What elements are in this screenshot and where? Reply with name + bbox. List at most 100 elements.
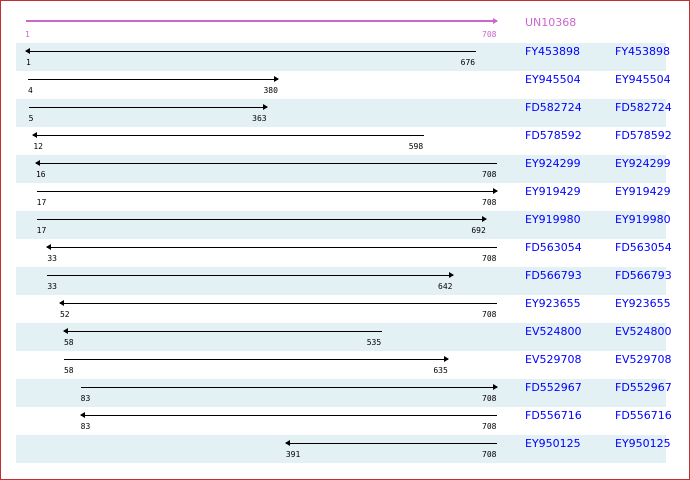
alignment-line (35, 163, 497, 164)
alignment-name-link[interactable]: EV524800 (525, 325, 582, 338)
alignment-row: 1 676 FY453898 FY453898 (16, 43, 670, 71)
alignment-name-link[interactable]: FD552967 (525, 381, 582, 394)
alignment-link[interactable]: EV524800 (615, 325, 672, 338)
alignment-name-link[interactable]: EY924299 (525, 157, 581, 170)
alignment-row: 52 708 EY923655 EY923655 (16, 295, 671, 323)
alignment-link[interactable]: EY945504 (615, 73, 671, 86)
alignment-end: 676 (460, 58, 476, 67)
alignment-start: 33 (47, 254, 57, 263)
alignment-end: 535 (366, 338, 382, 347)
arrow-right-icon (263, 104, 269, 110)
alignment-name-link[interactable]: FD556716 (525, 409, 582, 422)
alignment-row: 17 692 EY919980 EY919980 (16, 211, 671, 239)
alignment-start: 52 (59, 310, 70, 319)
alignment-end: 598 (408, 142, 424, 151)
alignment-line (285, 443, 497, 444)
alignment-link[interactable]: FD578592 (615, 129, 672, 142)
alignment-start: 58 (63, 338, 74, 347)
alignment-line (36, 191, 497, 192)
alignment-row: 33 708 FD563054 FD563054 (16, 239, 672, 267)
alignment-line (28, 107, 268, 108)
alignment-line (36, 219, 487, 220)
alignment-end: 708 (482, 254, 497, 263)
alignment-row: 58 535 EV524800 EV524800 (16, 323, 671, 351)
alignment-end: 363 (252, 114, 267, 123)
alignment-row: 391 708 EY950125 EY950125 (16, 435, 671, 463)
alignment-name-link[interactable]: EY945504 (525, 73, 581, 86)
alignment-start: 33 (47, 282, 57, 291)
arrow-right-icon (449, 272, 455, 278)
alignment-link[interactable]: EY924299 (615, 157, 671, 170)
alignment-line (63, 359, 449, 360)
alignment-start: 83 (80, 394, 91, 403)
reference-end: 708 (482, 30, 497, 39)
alignment-row: 16 708 EY924299 EY924299 (16, 155, 671, 183)
alignment-line (80, 387, 497, 388)
alignment-start: 16 (35, 170, 46, 179)
arrow-left-icon (79, 412, 85, 418)
alignment-end: 642 (438, 282, 453, 291)
arrow-left-icon (46, 244, 52, 250)
arrow-right-icon (493, 188, 498, 194)
arrow-left-icon (34, 160, 40, 166)
alignment-line (27, 79, 279, 80)
alignment-link[interactable]: FD566793 (615, 269, 672, 282)
alignment-link[interactable]: EY950125 (615, 437, 671, 450)
reference-line (26, 20, 497, 22)
alignment-link[interactable]: FD582724 (615, 101, 672, 114)
alignment-row: 4 380 EY945504 EY945504 (16, 71, 671, 99)
alignment-end: 708 (482, 198, 497, 207)
alignment-name-link[interactable]: FY453898 (525, 45, 581, 58)
arrow-right-icon (493, 18, 498, 24)
alignment-end: 708 (482, 394, 497, 403)
alignment-line (47, 247, 497, 248)
alignment-end: 692 (471, 226, 486, 235)
alignment-start: 83 (80, 422, 91, 431)
alignment-row: 33 642 FD566793 FD566793 (16, 267, 672, 295)
alignment-name-link[interactable]: FD563054 (525, 241, 582, 254)
alignment-line (26, 51, 476, 52)
alignment-row: 17 708 EY919429 EY919429 (16, 183, 671, 211)
alignment-row: 58 635 EV529708 EV529708 (16, 351, 671, 379)
arrow-right-icon (482, 216, 488, 222)
alignment-start: 4 (27, 86, 33, 95)
alignment-name-link[interactable]: EY919429 (525, 185, 581, 198)
arrow-right-icon (493, 384, 498, 390)
arrow-right-icon (274, 76, 280, 82)
alignment-link[interactable]: EY919980 (615, 213, 671, 226)
alignment-start: 1 (26, 58, 31, 67)
alignment-name-link[interactable]: FD578592 (525, 129, 582, 142)
reference-row: 1 708 UN10368 (16, 1, 666, 39)
alignment-name-link[interactable]: FD582724 (525, 101, 582, 114)
alignment-end: 708 (482, 422, 497, 431)
alignment-start: 391 (285, 450, 301, 459)
reference-start: 1 (25, 30, 30, 39)
alignment-row: 5 363 FD582724 FD582724 (16, 99, 672, 127)
alignment-link[interactable]: FD563054 (615, 241, 672, 254)
alignment-end: 708 (482, 170, 497, 179)
alignment-name-link[interactable]: EY950125 (525, 437, 581, 450)
alignment-link[interactable]: FD556716 (615, 409, 672, 422)
alignment-link[interactable]: EY923655 (615, 297, 671, 310)
alignment-link[interactable]: EY919429 (615, 185, 671, 198)
alignment-name-link[interactable]: FD566793 (525, 269, 582, 282)
arrow-left-icon (284, 440, 290, 446)
alignment-line (59, 303, 497, 304)
arrow-left-icon (58, 300, 64, 306)
alignment-end: 380 (263, 86, 278, 95)
alignment-link[interactable]: FY453898 (615, 45, 671, 58)
alignment-start: 58 (63, 366, 74, 375)
alignment-name-link[interactable]: EY923655 (525, 297, 581, 310)
alignment-link[interactable]: EV529708 (615, 353, 672, 366)
alignment-line (47, 275, 454, 276)
alignment-start: 17 (36, 226, 47, 235)
alignment-line (63, 331, 382, 332)
alignment-link[interactable]: FD552967 (615, 381, 672, 394)
alignment-end: 635 (433, 366, 448, 375)
arrow-right-icon (444, 356, 450, 362)
alignment-name-link[interactable]: EV529708 (525, 353, 582, 366)
alignment-row: 12 598 FD578592 FD578592 (16, 127, 672, 155)
alignment-name-link[interactable]: EY919980 (525, 213, 581, 226)
arrow-left-icon (25, 48, 30, 54)
